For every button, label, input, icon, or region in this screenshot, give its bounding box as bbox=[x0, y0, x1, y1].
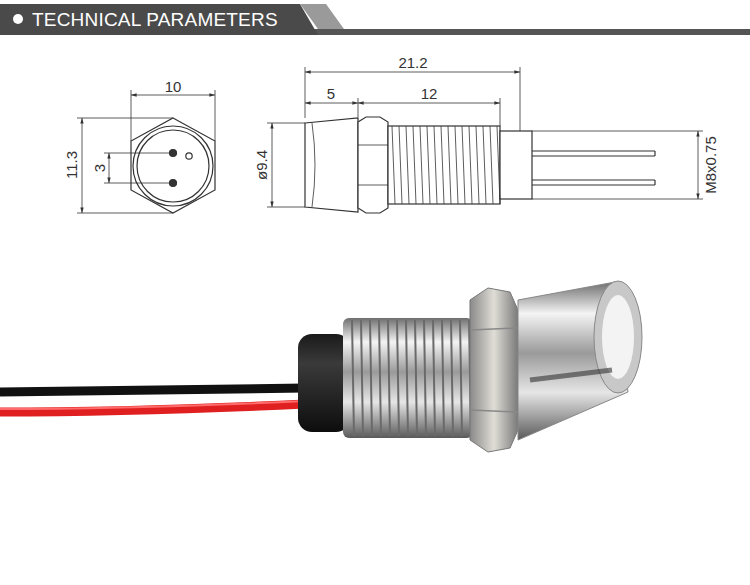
dimension-label: M8x0.75 bbox=[703, 136, 718, 194]
header-bar bbox=[0, 4, 750, 35]
page-title: TECHNICAL PARAMETERS bbox=[32, 10, 278, 29]
dimension-label: 5 bbox=[327, 86, 335, 101]
dimension-label: 12 bbox=[421, 86, 438, 101]
dimension-label: 11.3 bbox=[64, 151, 79, 179]
dimension-label: ø9.4 bbox=[254, 150, 269, 180]
dimension-label: 3 bbox=[92, 164, 107, 172]
dimension-label: 10 bbox=[165, 79, 182, 94]
dimension-label: 21.2 bbox=[398, 55, 427, 70]
side-view bbox=[267, 67, 703, 213]
product-photo bbox=[0, 281, 642, 452]
front-view bbox=[77, 90, 215, 213]
